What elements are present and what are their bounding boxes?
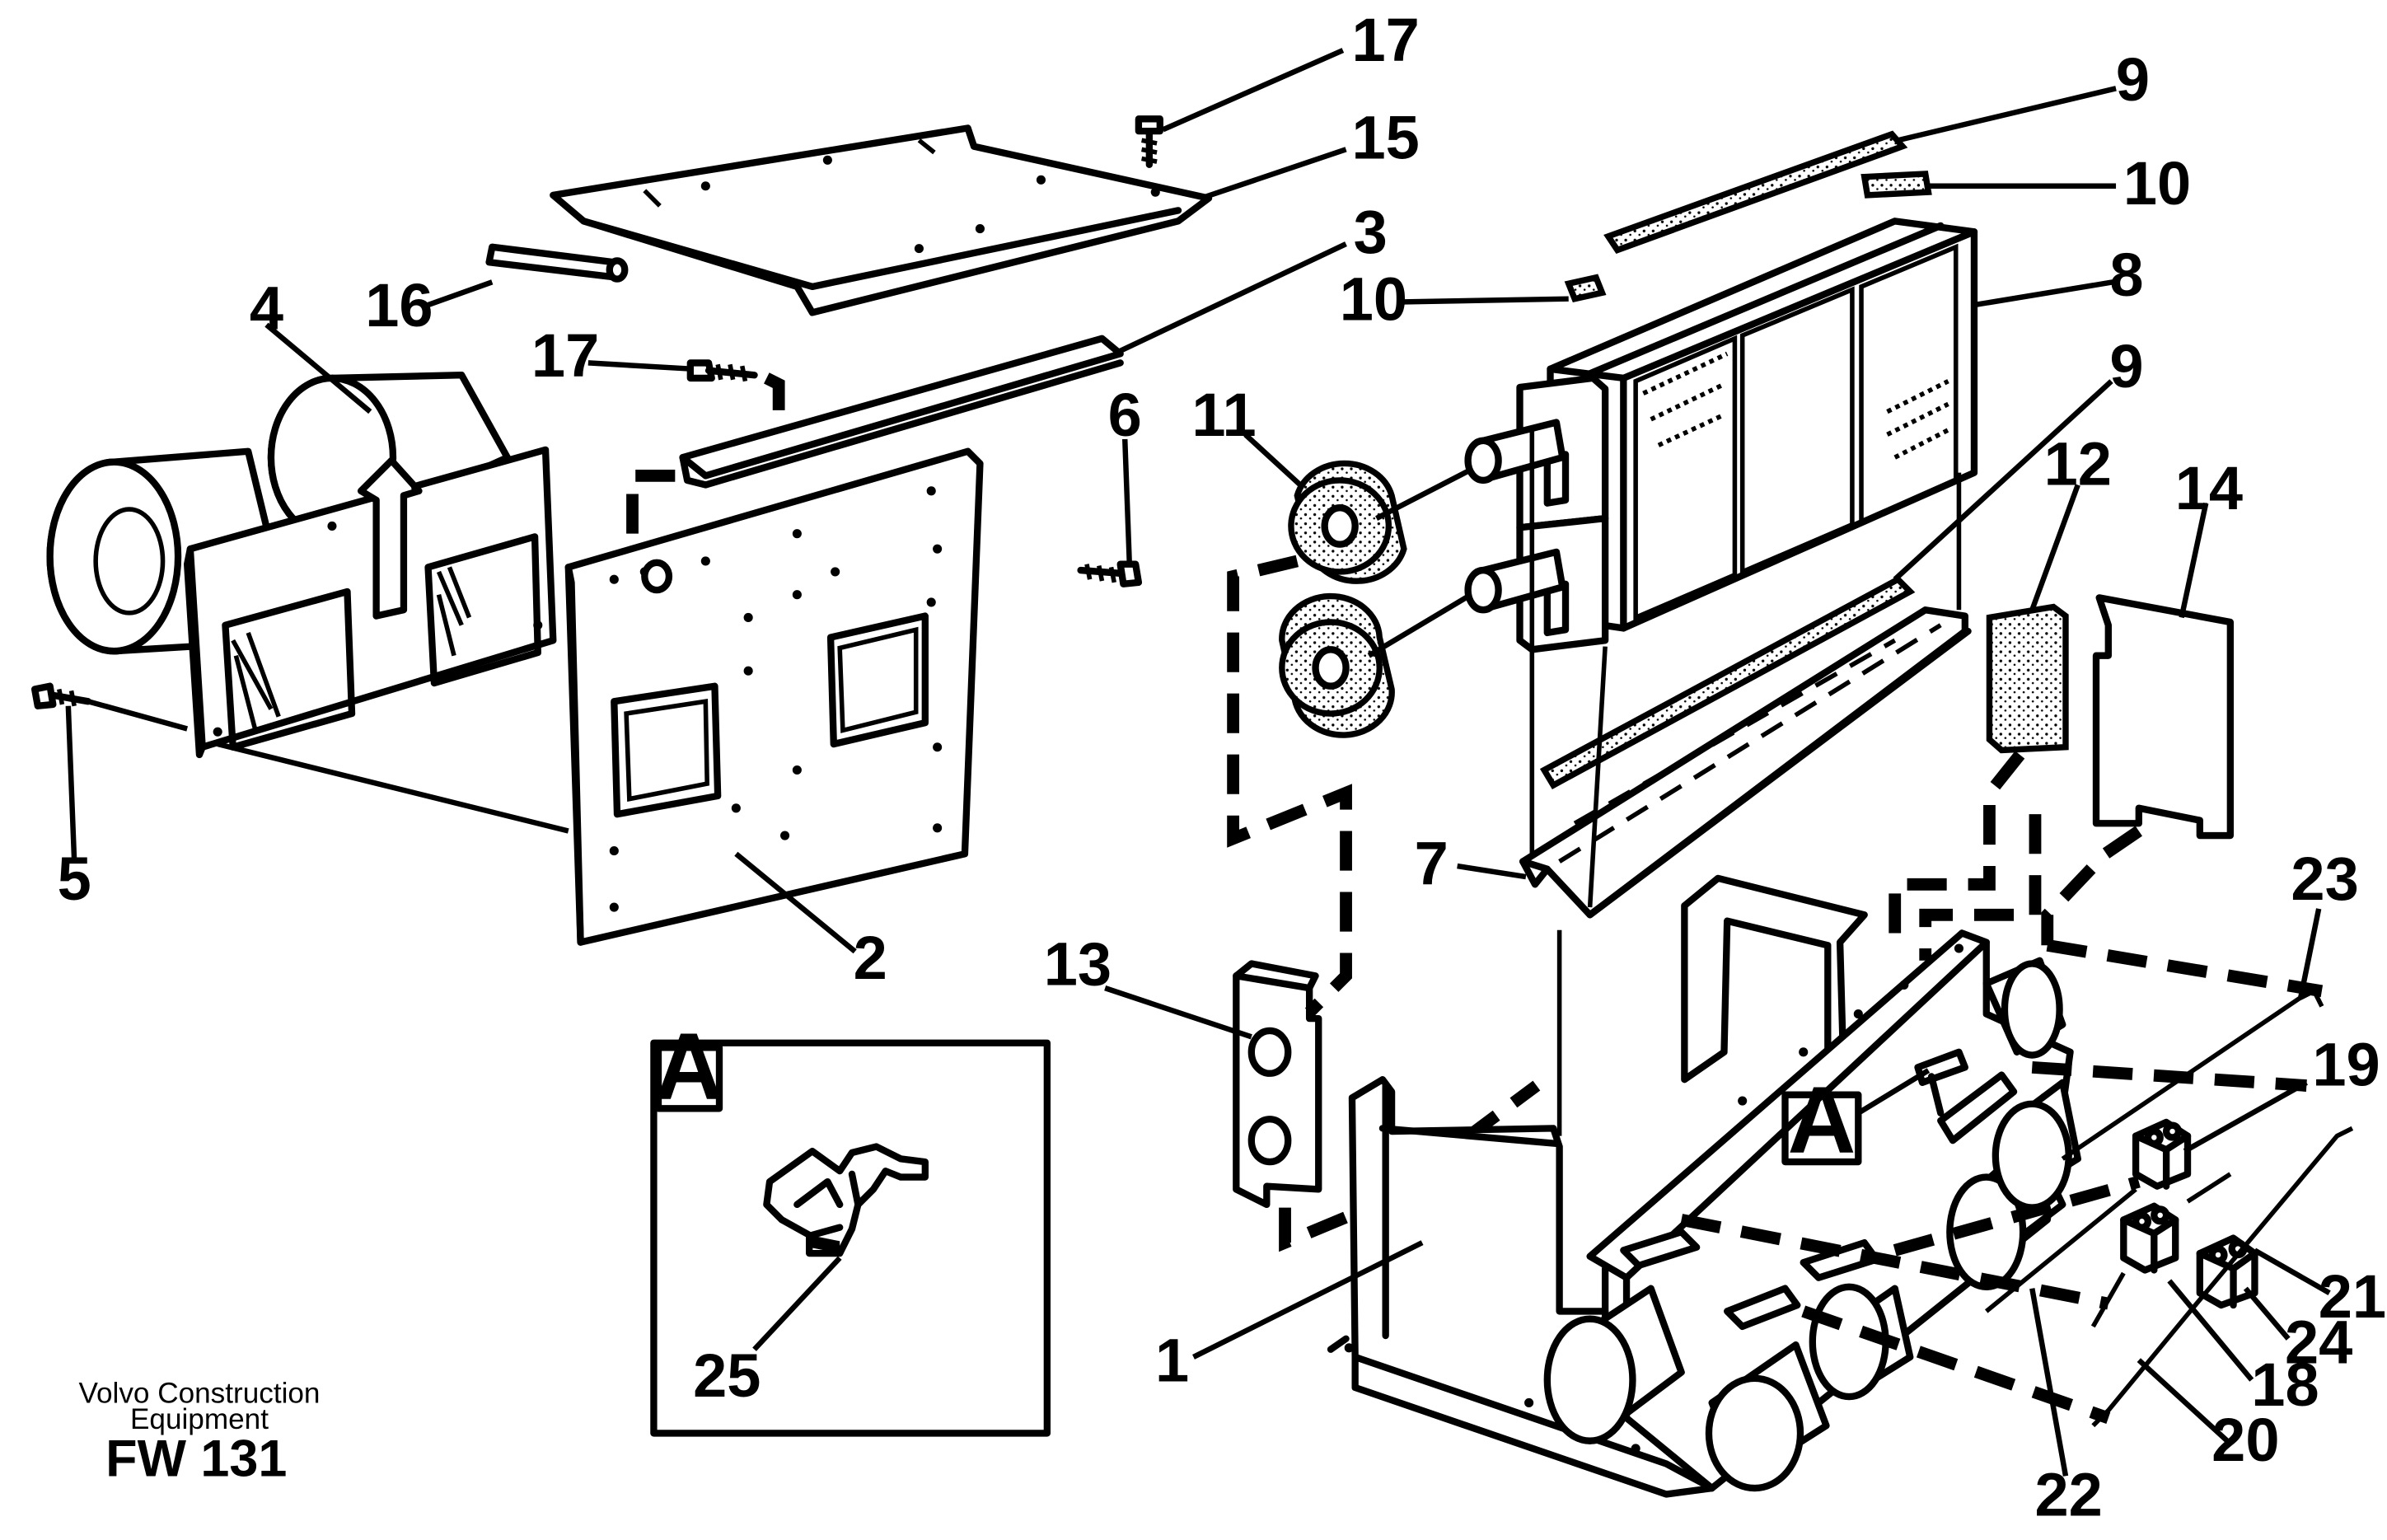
callout-8: 8 bbox=[2109, 241, 2143, 309]
callout-1: 1 bbox=[1155, 1327, 1189, 1395]
callout-2: 2 bbox=[854, 924, 887, 992]
callout-18: 18 bbox=[2251, 1350, 2319, 1419]
company-name: Volvo Construction bbox=[78, 1377, 320, 1409]
callout-13: 13 bbox=[1044, 929, 1112, 998]
detail-marker-label: A bbox=[1787, 1068, 1856, 1173]
callout-labels: 17 15 3 9 10 10 8 9 16 4 17 6 11 12 14 5… bbox=[58, 6, 2386, 1528]
callout-9-lower: 9 bbox=[2109, 332, 2143, 400]
top-strip bbox=[679, 335, 1124, 489]
callout-4: 4 bbox=[250, 274, 283, 343]
footer: Volvo Construction Equipment FW 131 bbox=[78, 1377, 320, 1487]
side-cover bbox=[2092, 594, 2235, 840]
callout-3: 3 bbox=[1354, 198, 1388, 266]
figure-code: FW 131 bbox=[105, 1430, 287, 1487]
callout-9-top: 9 bbox=[2116, 45, 2150, 114]
wires bbox=[1985, 988, 2354, 1428]
top-screw bbox=[1135, 115, 1163, 169]
callout-19: 19 bbox=[2312, 1031, 2380, 1099]
callout-7: 7 bbox=[1415, 829, 1449, 897]
callout-10-right: 10 bbox=[2123, 149, 2191, 218]
callout-21: 21 bbox=[2319, 1262, 2386, 1331]
callout-16: 16 bbox=[365, 271, 433, 339]
top-seal-strip bbox=[1603, 130, 1908, 254]
callout-25: 25 bbox=[693, 1341, 761, 1410]
side-foam-pad bbox=[1986, 603, 2069, 754]
side-screw bbox=[1077, 560, 1143, 587]
bracket bbox=[1233, 960, 1322, 1209]
callout-15: 15 bbox=[1352, 103, 1420, 171]
leader-lines bbox=[65, 48, 2331, 1477]
callout-22: 22 bbox=[2035, 1460, 2103, 1528]
callout-12: 12 bbox=[2044, 429, 2112, 498]
top-cover-plate bbox=[550, 124, 1213, 316]
callout-24: 24 bbox=[2285, 1308, 2352, 1376]
detail-marker-a: A bbox=[1781, 1068, 1862, 1173]
heater-core bbox=[1464, 218, 1978, 653]
callout-6: 6 bbox=[1108, 381, 1142, 449]
lower-seal-strip bbox=[1539, 575, 1916, 789]
company-suffix: Equipment bbox=[130, 1403, 269, 1435]
foam-pads bbox=[1564, 171, 1932, 302]
callout-11: 11 bbox=[1191, 381, 1256, 449]
callout-20: 20 bbox=[2211, 1406, 2279, 1474]
callout-5: 5 bbox=[58, 845, 91, 913]
callout-14: 14 bbox=[2175, 454, 2243, 522]
blower-assembly bbox=[46, 372, 557, 759]
callout-17-middle: 17 bbox=[531, 321, 599, 390]
blower-screw bbox=[30, 682, 92, 709]
callout-23: 23 bbox=[2291, 845, 2358, 913]
detail-view-a: A bbox=[650, 1014, 1051, 1437]
terminal-blocks bbox=[2120, 1118, 2258, 1309]
mounting-plate bbox=[564, 447, 984, 946]
detail-box-label: A bbox=[655, 1014, 723, 1120]
rod bbox=[485, 243, 629, 283]
callout-17-top: 17 bbox=[1352, 6, 1420, 74]
middle-screw bbox=[686, 359, 758, 382]
seal-rings bbox=[1279, 460, 1407, 738]
heater-housing bbox=[1327, 874, 2081, 1498]
callout-10-left: 10 bbox=[1340, 265, 1407, 334]
drip-tray bbox=[1519, 606, 1972, 919]
